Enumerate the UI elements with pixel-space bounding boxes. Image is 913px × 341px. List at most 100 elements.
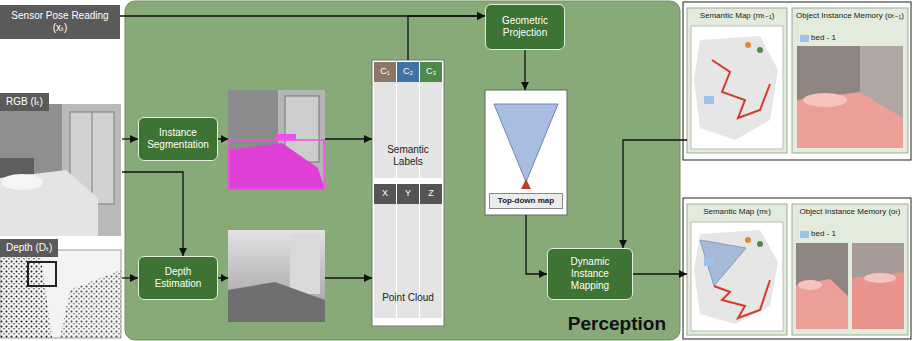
memory-panel: Object Instance Memory (oₜ) xyxy=(792,204,908,335)
arrow-head xyxy=(221,274,228,282)
instance-label: bed - 1 xyxy=(811,229,871,239)
photo-pillow xyxy=(864,273,896,283)
bed-highlight xyxy=(797,92,903,148)
bed-cell xyxy=(704,258,714,266)
map-object xyxy=(757,47,763,53)
process-box: Dynamic Instance Mapping xyxy=(547,248,633,300)
table-caption: Point Cloud xyxy=(373,292,443,304)
map-object xyxy=(757,241,763,247)
depth-input: Depth (Dₜ) xyxy=(0,239,122,338)
flow-arrow xyxy=(623,140,687,248)
bed-swatch xyxy=(800,231,809,238)
photo-pillow xyxy=(798,280,822,290)
column-header: X xyxy=(374,184,396,204)
flow-arrow xyxy=(408,16,485,60)
bed-photo xyxy=(852,243,904,329)
map-panel-ground xyxy=(485,90,567,215)
table-caption: Semantic Labels xyxy=(373,144,443,168)
input-label: RGB (Iₜ) xyxy=(0,93,49,111)
process-label: Dynamic Instance Mapping xyxy=(551,256,629,292)
photo-bed xyxy=(0,170,98,236)
column-stripe xyxy=(374,82,396,178)
bed-mask xyxy=(228,143,325,190)
view-cone xyxy=(700,240,746,286)
bed-photo xyxy=(797,46,903,148)
map-object xyxy=(745,237,751,243)
estimated-depth xyxy=(228,230,325,322)
depth-wall xyxy=(290,234,320,294)
bed-box-tab xyxy=(276,134,296,140)
process-label: Depth Estimation xyxy=(142,266,214,290)
process-box: Instance Segmentation xyxy=(138,117,218,161)
map-image xyxy=(691,26,783,149)
feature-panel-ground xyxy=(372,60,444,326)
semantic-map-panel: Semantic Map (mₜ) xyxy=(687,204,787,335)
instance-label: bed - 1 xyxy=(811,33,871,43)
subpanel-ground xyxy=(792,204,908,335)
bed-highlight xyxy=(852,272,904,329)
column-header: Y xyxy=(397,184,419,204)
input-label: Depth (Dₜ) xyxy=(0,239,58,257)
depth-photo xyxy=(0,250,121,338)
column-header: Z xyxy=(420,184,442,204)
map-object xyxy=(745,42,751,48)
bed-cell xyxy=(704,96,714,104)
photo-pillow xyxy=(803,93,847,107)
output-panel xyxy=(683,2,911,160)
bed-highlight xyxy=(796,279,848,329)
subpanel-ground xyxy=(687,8,787,153)
subpanel-ground xyxy=(687,204,787,335)
column-header: C₃ xyxy=(420,62,442,82)
subpanel-ground xyxy=(792,8,908,153)
bed-photo xyxy=(796,243,848,329)
column-header: C₂ xyxy=(397,62,419,82)
flow-arrow xyxy=(122,172,183,256)
panel-title: Semantic Map (mₜ) xyxy=(690,207,784,217)
column-header: C₁ xyxy=(374,62,396,82)
module-panel: Perception Instance SegmentationDepth Est… xyxy=(125,0,680,341)
column-stripe xyxy=(420,82,442,178)
map-image xyxy=(691,222,783,331)
depth-frame xyxy=(28,262,56,286)
view-cone xyxy=(494,104,558,182)
bed-swatch xyxy=(800,35,809,42)
agent-path xyxy=(712,60,770,118)
flow-arrow xyxy=(122,138,138,139)
flow-arrow xyxy=(122,277,138,278)
memory-panel: Object Instance Memory (oₜ₋₁) xyxy=(792,8,908,153)
panel-title: Object Instance Memory (oₜ) xyxy=(795,207,905,217)
input-box: Sensor Pose Reading (xₜ) xyxy=(0,5,120,39)
depth-noise xyxy=(0,250,52,338)
input-label: Sensor Pose Reading (xₜ) xyxy=(3,10,117,34)
agent-marker xyxy=(521,179,531,189)
photo-closet-line xyxy=(92,112,93,204)
panel-title: Semantic Map (mₜ₋₁) xyxy=(690,11,784,21)
photo-pillow xyxy=(1,174,43,190)
rgb-input: RGB (Iₜ) xyxy=(0,93,122,236)
output-panel xyxy=(683,198,911,339)
flow-arrow xyxy=(524,50,525,90)
segmentation-photo xyxy=(228,90,325,190)
map-caption: Top-down map xyxy=(489,193,563,209)
map-free-space xyxy=(694,36,778,140)
depth-bed xyxy=(228,282,325,322)
perception-panel-ground xyxy=(125,1,680,340)
depth-noise xyxy=(60,270,121,338)
flow-arrow xyxy=(633,273,687,274)
rgb-photo xyxy=(0,104,121,236)
flow-arrow xyxy=(526,215,547,274)
semantic-map-panel: Semantic Map (mₜ₋₁) xyxy=(687,8,787,153)
bed-box xyxy=(229,140,324,189)
process-box: Depth Estimation xyxy=(138,256,218,300)
panel-title: Perception xyxy=(568,313,666,336)
agent-path xyxy=(714,280,770,318)
panel-title: Object Instance Memory (oₜ₋₁) xyxy=(795,11,905,21)
arrow-head xyxy=(221,135,228,143)
process-label: Instance Segmentation xyxy=(142,127,214,151)
process-label: Geometric Projection xyxy=(489,15,561,39)
map-panel: Top-down map xyxy=(485,90,567,215)
